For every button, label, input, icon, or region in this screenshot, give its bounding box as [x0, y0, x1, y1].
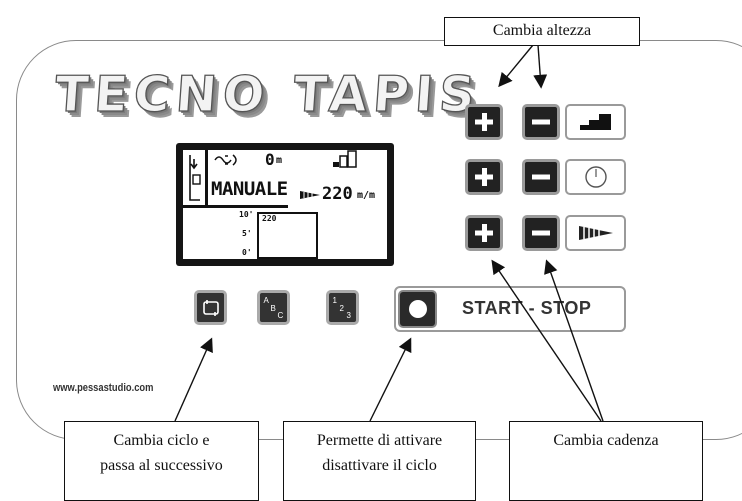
- time-minus-button[interactable]: [522, 159, 560, 195]
- speed-unit: m/m: [357, 190, 376, 201]
- speed-value: 220: [322, 184, 353, 204]
- number-button[interactable]: 1 2 3: [326, 290, 359, 325]
- lcd-screen: [183, 150, 387, 259]
- minus-icon: [532, 230, 550, 236]
- level-bracket-icon: [189, 155, 201, 201]
- graph-label-0: 0': [242, 248, 252, 257]
- num-2: 2: [339, 303, 344, 313]
- website-label: www.pessastudio.com: [53, 382, 154, 394]
- plus-icon: [475, 224, 493, 242]
- height-indicator: [565, 104, 626, 140]
- num-1: 1: [332, 295, 337, 305]
- height-plus-button[interactable]: [465, 104, 503, 140]
- clock-icon: [584, 166, 607, 188]
- height-minus-button[interactable]: [522, 104, 560, 140]
- abc-c: C: [277, 310, 284, 320]
- callout-cycle-line2: passa al successivo: [100, 457, 223, 474]
- callout-activate: Permette di attivare disattivare il cicl…: [283, 421, 476, 501]
- graph-label-5: 5': [242, 229, 252, 238]
- cycle-icon: [202, 299, 219, 316]
- callout-cycle: Cambia ciclo e passa al successivo: [64, 421, 259, 501]
- mode-label: MANUALE: [211, 178, 288, 200]
- graph-label-10: 10': [239, 210, 254, 219]
- start-stop-key[interactable]: [398, 290, 437, 328]
- record-icon: [408, 300, 427, 318]
- lcd-divider: [205, 150, 208, 207]
- stairs-icon: [333, 150, 357, 168]
- graph-value: 220: [262, 214, 277, 223]
- lcd-divider: [183, 205, 288, 208]
- start-stop-label: START - STOP: [462, 298, 592, 318]
- cadence-indicator: [565, 215, 626, 251]
- callout-height: Cambia altezza: [444, 17, 640, 46]
- distance-value: 0: [265, 150, 275, 169]
- time-plus-button[interactable]: [465, 159, 503, 195]
- callout-activate-line2: disattivare il ciclo: [322, 457, 437, 474]
- cadence-icon: [300, 191, 320, 199]
- abc-button[interactable]: A B C: [257, 290, 290, 325]
- abc-b: B: [270, 303, 276, 313]
- distance-icon: [214, 154, 237, 166]
- stairs-icon: [579, 114, 611, 130]
- plus-icon: [475, 168, 493, 186]
- callout-cycle-line1: Cambia ciclo e: [113, 432, 210, 449]
- cadence-plus-button[interactable]: [465, 215, 503, 251]
- cycle-button[interactable]: [194, 290, 227, 325]
- cadence-minus-button[interactable]: [522, 215, 560, 251]
- distance-unit: m: [276, 155, 283, 166]
- minus-icon: [532, 119, 550, 125]
- callout-cadence: Cambia cadenza: [509, 421, 703, 501]
- plus-icon: [475, 113, 493, 131]
- num-3: 3: [346, 310, 351, 320]
- minus-icon: [532, 174, 550, 180]
- cycle-graph: [257, 212, 318, 259]
- cadence-icon: [578, 226, 613, 240]
- time-indicator: [565, 159, 626, 195]
- callout-activate-line1: Permette di attivare: [316, 432, 443, 449]
- abc-a: A: [263, 295, 269, 305]
